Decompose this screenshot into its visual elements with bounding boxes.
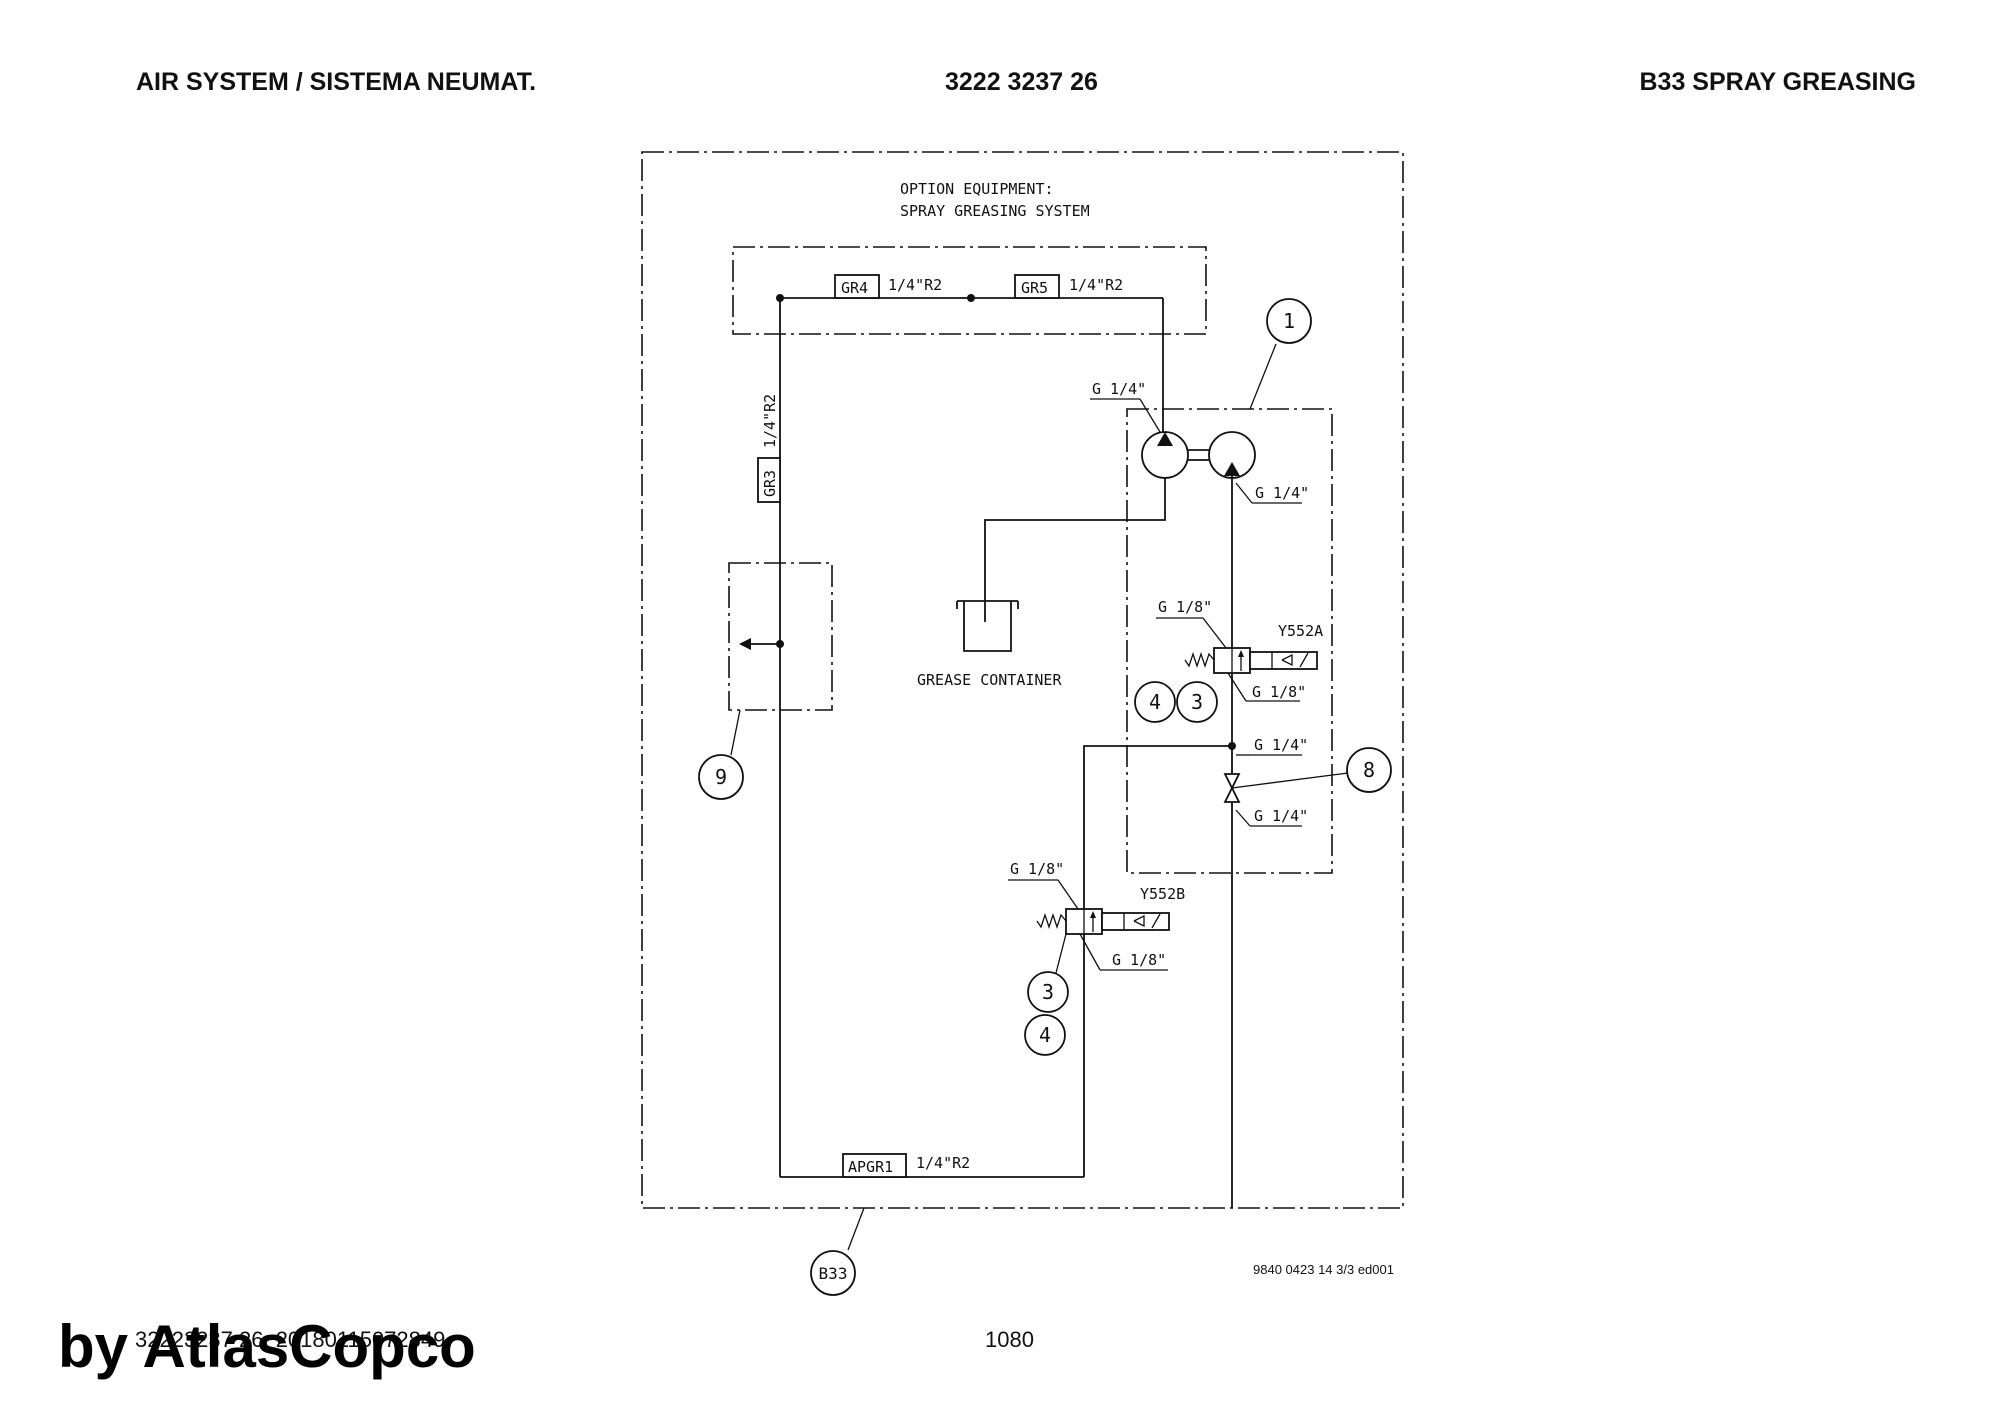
port-label-valve8-bottom: G 1/4" [1254, 807, 1308, 825]
callout-9 [698, 754, 744, 800]
air-branch-line [1083, 745, 1232, 1177]
callout-8-label: 8 [1363, 758, 1375, 782]
callout-1-label: 1 [1283, 309, 1295, 333]
solenoid-icon [1281, 653, 1293, 667]
drawing-reference: 9840 0423 14 3/3 ed001 [1253, 1262, 1394, 1277]
header-section-title: AIR SYSTEM / SISTEMA NEUMAT. [136, 68, 537, 96]
callout-3-y552b [1027, 971, 1069, 1013]
watermark: by AtlasCopco [58, 1313, 476, 1380]
port-leader [1227, 672, 1247, 702]
port-leader [1139, 398, 1161, 433]
port-label-y552a-top: G 1/8" [1158, 598, 1212, 616]
port-label-y552b-bottom: G 1/8" [1112, 951, 1166, 969]
header-part-number: 3222 3237 26 [945, 68, 1098, 96]
shutoff-valve-icon [1223, 785, 1241, 803]
port-label-y552b-top: G 1/8" [1010, 860, 1064, 878]
document-id: 32223237 26_20180115072849 [135, 1327, 446, 1352]
distribution-boundary [732, 246, 1207, 335]
port-leader [1235, 809, 1251, 827]
callout-3-y552a-label: 3 [1191, 690, 1203, 714]
callout-b33 [810, 1250, 856, 1296]
hose-gr5-spec: 1/4"R2 [1069, 276, 1123, 294]
valve-flow-arrow-icon [1090, 911, 1096, 918]
junction-dot [967, 294, 975, 302]
hose-tag-gr5-label: GR5 [1021, 279, 1048, 297]
callout-b33-label: B33 [819, 1264, 848, 1283]
shutoff-valve-icon [1223, 773, 1241, 791]
callout-4-y552b-label: 4 [1039, 1023, 1051, 1047]
spring-icon [1036, 912, 1067, 930]
callout-3-y552a [1176, 681, 1218, 723]
valve-y552a-label: Y552A [1278, 622, 1323, 640]
callout-1 [1266, 298, 1312, 344]
callout-4-y552a [1134, 681, 1176, 723]
port-label-pump-air: G 1/4" [1255, 484, 1309, 502]
nozzle-arrow-icon [739, 638, 751, 650]
grease-suction-line [984, 478, 1166, 622]
port-label-y552a-bottom: G 1/8" [1252, 683, 1306, 701]
solenoid-icon [1151, 913, 1161, 929]
hose-gr4-spec: 1/4"R2 [888, 276, 942, 294]
pump-assembly-boundary [1126, 408, 1333, 874]
page-number: 1080 [985, 1327, 1034, 1352]
hose-tag-gr3 [757, 457, 781, 503]
grease-container-icon [963, 601, 1012, 652]
diagram-title-line2: SPRAY GREASING SYSTEM [900, 202, 1090, 220]
leader-8 [1231, 772, 1349, 789]
port-leader [1202, 617, 1227, 649]
motor-port-triangle-icon [1224, 462, 1240, 476]
junction-dot [1228, 742, 1236, 750]
callout-4-y552b [1024, 1014, 1066, 1056]
hose-tag-apgr1-label: APGR1 [848, 1158, 893, 1176]
spray-nozzle-boundary [728, 562, 833, 711]
hose-gr3-spec: 1/4"R2 [761, 394, 779, 448]
pump-port-triangle-icon [1157, 432, 1173, 446]
hose-apgr1-spec: 1/4"R2 [916, 1154, 970, 1172]
callout-9-label: 9 [715, 765, 727, 789]
valve-flow-arrow-icon [1238, 650, 1244, 657]
hose-tag-gr3-label: GR3 [761, 470, 779, 497]
callout-4-y552a-label: 4 [1149, 690, 1161, 714]
spring-icon [1184, 651, 1215, 669]
port-label-pump-grease: G 1/4" [1092, 380, 1146, 398]
callout-3-y552b-label: 3 [1042, 980, 1054, 1004]
option-boundary [641, 151, 1404, 1209]
hose-tag-apgr1 [842, 1153, 907, 1178]
grease-container-label: GREASE CONTAINER [917, 671, 1062, 689]
diagram-title-line1: OPTION EQUIPMENT: [900, 180, 1054, 198]
leader-9 [730, 709, 741, 756]
header-page-title: B33 SPRAY GREASING [1639, 68, 1917, 96]
port-leader [1057, 879, 1079, 910]
hose-tag-gr5 [1014, 274, 1060, 299]
hose-tag-gr4-label: GR4 [841, 279, 868, 297]
leader-1 [1249, 343, 1277, 410]
port-label-valve8-top: G 1/4" [1254, 736, 1308, 754]
callout-8 [1346, 747, 1392, 793]
port-leader [1079, 933, 1101, 971]
port-leader [1235, 482, 1253, 504]
leader-3-y552b [1055, 933, 1067, 974]
leader-b33 [847, 1207, 865, 1251]
valve-y552b-label: Y552B [1140, 885, 1185, 903]
solenoid-icon [1299, 652, 1309, 668]
junction-dot [776, 640, 784, 648]
solenoid-icon [1133, 914, 1145, 928]
hose-tag-gr4 [834, 274, 880, 299]
